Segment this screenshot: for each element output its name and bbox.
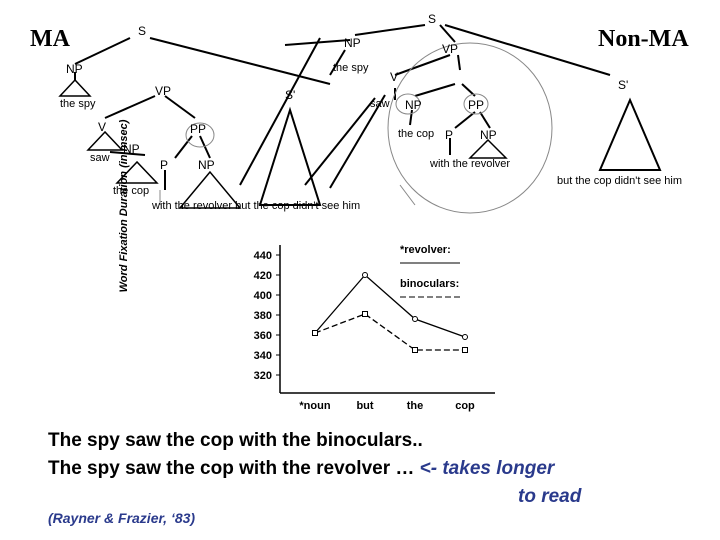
sentence-2: The spy saw the cop with the revolver … … [48, 458, 554, 480]
node-np-left: NP [66, 62, 83, 76]
series-1-point [462, 334, 468, 340]
node-p-right: P [445, 128, 454, 142]
series-2-point [362, 311, 368, 317]
node-vp-right: VP [442, 42, 459, 56]
node-pp-right: PP [468, 98, 485, 112]
fixation-chart: 320 340 360 380 400 420 440 *noun but the cop *revo… [205, 225, 505, 420]
leaf-the-spy-left: the spy [60, 98, 96, 110]
x-tick-label: cop [455, 400, 475, 412]
node-s-prime-right: S' [618, 78, 629, 92]
node-p-left: P [160, 158, 169, 172]
node-s-prime-mid: S' [285, 88, 296, 102]
series-line-2 [314, 313, 465, 351]
node-np-mid: NP [344, 36, 361, 50]
node-np-pp-right: NP [480, 128, 497, 142]
leaf-but-cop-right: but the cop didn't see him [557, 175, 683, 187]
leaf-the-cop-right: the cop [398, 128, 435, 140]
node-np-under-vp: NP [123, 142, 140, 156]
leaf-saw-right: saw [370, 98, 390, 110]
node-v-right: V [390, 70, 399, 84]
y-tick-label: 400 [254, 290, 272, 302]
series-1-point [412, 316, 418, 322]
node-np-cop-right: NP [405, 98, 422, 112]
x-tick-label: *noun [299, 400, 330, 412]
y-tick-label: 380 [254, 310, 272, 322]
leaf-the-cop-left: the cop [113, 185, 150, 197]
series-1-point [362, 272, 368, 278]
y-tick-label: 360 [254, 330, 272, 342]
y-tick-label: 420 [254, 270, 272, 282]
series-line-1 [314, 274, 466, 338]
series-2-point [412, 347, 418, 353]
node-np-pp-left: NP [198, 158, 215, 172]
leaf-with-revolver-right: with the revolver [430, 158, 511, 170]
leaf-saw-left: saw [90, 152, 110, 164]
leaf-the-spy-mid: the spy [333, 62, 369, 74]
node-s-left: S [138, 24, 147, 38]
leaf-with-revolver-left: with the revolver but the cop didn't see… [152, 200, 361, 212]
y-tick-label: 440 [254, 250, 272, 262]
sentence-1: The spy saw the cop with the binoculars.… [48, 430, 423, 451]
ma-label: MA [30, 26, 70, 52]
to-read-note: to read [518, 486, 582, 507]
y-tick-label: 340 [254, 350, 272, 362]
non-ma-label: Non-MA [598, 26, 689, 52]
node-s-top: S [428, 12, 437, 26]
y-tick-label: 320 [254, 370, 272, 382]
x-tick-label: but [356, 400, 373, 412]
line-chart: 320 340 360 380 400 420 440 *noun but the cop *revo… [254, 244, 495, 412]
node-vp-left: VP [155, 84, 172, 98]
sentence-2-text: The spy saw the cop with the revolver … [48, 458, 420, 479]
legend-label-2: binoculars: [400, 278, 459, 290]
citation: (Rayner & Frazier, ‘83) [48, 510, 196, 526]
syntax-trees [58, 24, 662, 214]
node-pp-left: PP [190, 122, 207, 136]
x-tick-label: the [407, 400, 424, 412]
node-v-left: V [98, 120, 107, 134]
series-2-point [312, 330, 318, 336]
chart-ylabel: Word Fixation Duration (in msec) [118, 119, 130, 293]
takes-longer-note: <- takes longer [419, 458, 555, 479]
legend-label-1: *revolver: [400, 244, 451, 256]
series-2-point [462, 347, 468, 353]
